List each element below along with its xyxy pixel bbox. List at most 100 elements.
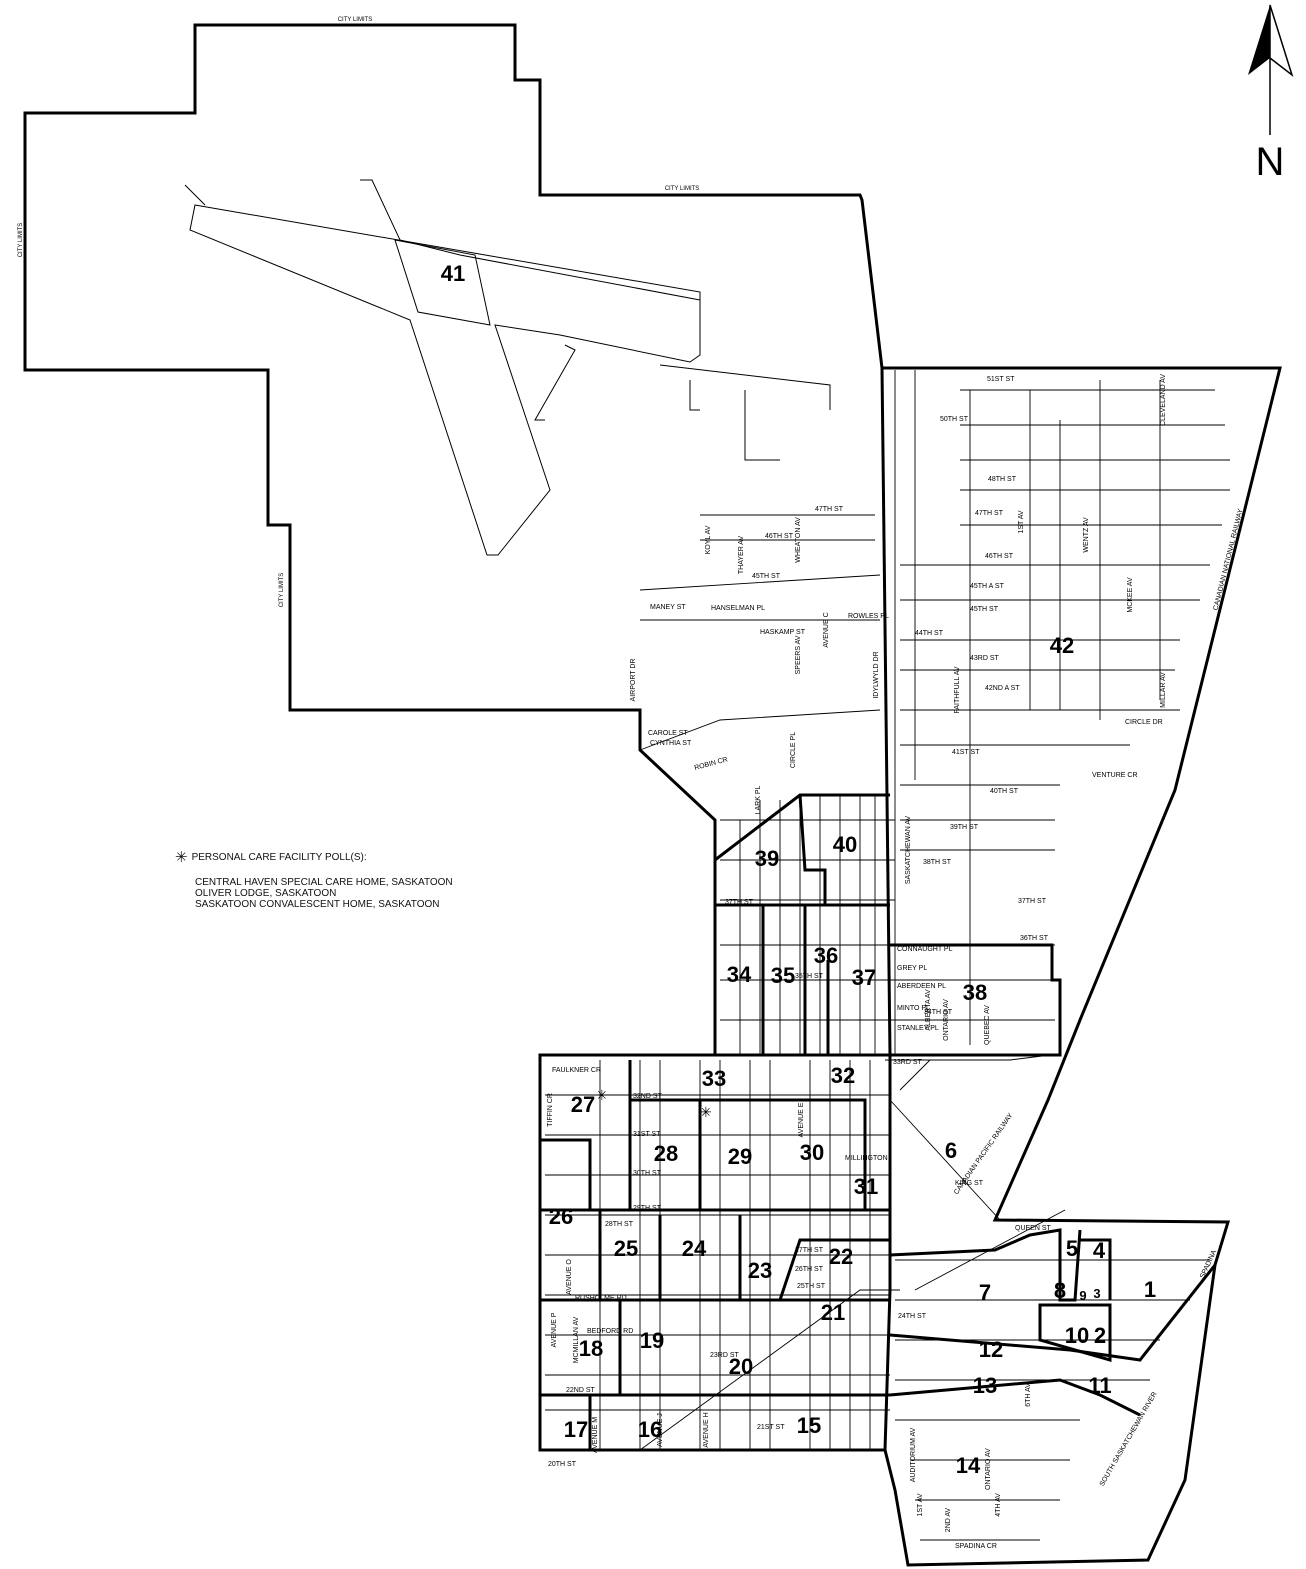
poll-37: 37 <box>852 965 876 990</box>
poll-11: 11 <box>1088 1373 1111 1398</box>
street-32nd: 32ND ST <box>633 1093 663 1100</box>
street-queen-st: QUEEN ST <box>1015 1225 1052 1232</box>
street-28th: 28TH ST <box>605 1221 634 1228</box>
street-36th: 36TH ST <box>1020 935 1049 942</box>
facility-star-icon-1: ✳ <box>596 1087 608 1103</box>
street-51st: 51ST ST <box>987 376 1015 383</box>
street-faithfull-av: FAITHFULL AV <box>954 666 961 713</box>
city-limits-label-west: CITY LIMITS <box>18 223 24 258</box>
poll-17: 17 <box>564 1417 588 1442</box>
poll-5: 5 <box>1066 1236 1078 1261</box>
street-25th: 25TH ST <box>797 1283 826 1290</box>
street-35th: 35TH ST <box>795 973 824 980</box>
north-arrow-icon: N <box>1248 4 1294 184</box>
street-avenue-e: AVENUE E <box>798 1102 805 1137</box>
street-koyl-av: KOYL AV <box>705 525 712 554</box>
street-tiffin-cr: TIFFIN CR <box>547 1093 554 1127</box>
asterisk-star-icon: ✳ <box>175 848 188 866</box>
street-1st-av-south: 1ST AV <box>917 1493 924 1516</box>
street-48th: 48TH ST <box>988 476 1017 483</box>
city-limits-labels: CITY LIMITS CITY LIMITS CITY LIMITS CITY… <box>18 17 699 607</box>
street-saskatchewan-av: SASKATCHEWAN AV <box>905 816 912 885</box>
poll-7: 7 <box>979 1280 991 1305</box>
poll-40: 40 <box>833 832 857 857</box>
street-29th: 29TH ST <box>633 1205 662 1212</box>
street-haskamp: HASKAMP ST <box>760 629 806 636</box>
street-47th: 47TH ST <box>975 510 1004 517</box>
poll-24: 24 <box>682 1236 707 1261</box>
poll-3: 3 <box>1093 1286 1100 1301</box>
street-connaught-pl: CONNAUGHT PL <box>897 946 953 953</box>
street-6th-av: 6TH AV <box>1025 1383 1032 1407</box>
street-47th-west: 47TH ST <box>815 506 844 513</box>
street-mcmillan-av: MCMILLAN AV <box>573 1316 580 1363</box>
railway-cp: CANADIAN PACIFIC RAILWAY <box>953 1112 1015 1196</box>
poll-35: 35 <box>771 963 795 988</box>
street-45th-a: 45TH A ST <box>970 583 1005 590</box>
street-44th: 44TH ST <box>915 630 944 637</box>
legend: ✳ PERSONAL CARE FACILITY POLL(S): CENTRA… <box>175 848 453 911</box>
street-45th-west: 45TH ST <box>752 573 781 580</box>
street-41st: 41ST ST <box>952 749 980 756</box>
poll-22: 22 <box>829 1244 853 1269</box>
street-2nd-av: 2ND AV <box>945 1507 952 1532</box>
street-millington: MILLINGTON <box>845 1155 888 1162</box>
poll-18: 18 <box>579 1336 603 1361</box>
city-limits-label-top: CITY LIMITS <box>338 17 373 23</box>
street-20th: 20TH ST <box>548 1461 577 1468</box>
street-ontario-av-north: ONTARIO AV <box>985 1448 992 1490</box>
legend-header: ✳ PERSONAL CARE FACILITY POLL(S): <box>175 848 453 866</box>
street-idylwyld-dr: IDYLWYLD DR <box>873 651 880 698</box>
legend-title: PERSONAL CARE FACILITY POLL(S): <box>191 852 367 863</box>
street-46th-west: 46TH ST <box>765 533 794 540</box>
street-wheaton-av: WHEATON AV <box>795 517 802 563</box>
north-label: N <box>1256 140 1285 184</box>
street-37th-west: 37TH ST <box>725 899 754 906</box>
poll-34: 34 <box>727 962 752 987</box>
south-saskatchewan-river: SOUTH SASKATCHEWAN RIVER <box>1099 1391 1159 1488</box>
street-21st: 21ST ST <box>757 1424 785 1431</box>
street-spadina-cr: SPADINA CR <box>955 1543 997 1550</box>
street-venture-cr: VENTURE CR <box>1092 772 1138 779</box>
street-1st-av: 1ST AV <box>1018 510 1025 533</box>
street-millar-av: MILLAR AV <box>1160 672 1167 708</box>
poll-13: 13 <box>973 1373 997 1398</box>
street-avenue-j: AVENUE J <box>657 1413 664 1447</box>
railway-cn-north: CANADIAN NATIONAL RAILWAY <box>1213 508 1245 611</box>
street-27th: 27TH ST <box>795 1247 824 1254</box>
personal-care-facility-markers: ✳ ✳ <box>596 1087 712 1120</box>
street-24th: 24TH ST <box>898 1313 927 1320</box>
street-37th: 37TH ST <box>1018 898 1047 905</box>
street-circle-dr: CIRCLE DR <box>1125 719 1163 726</box>
street-avenue-m: AVENUE M <box>592 1417 599 1453</box>
poll-15: 15 <box>797 1413 821 1438</box>
poll-36: 36 <box>814 943 838 968</box>
street-23rd: 23RD ST <box>710 1352 740 1359</box>
street-cynthia: CYNTHIA ST <box>650 740 692 747</box>
airport-runways <box>184 179 831 556</box>
street-carole: CAROLE ST <box>648 730 688 737</box>
street-33rd: 33RD ST <box>893 1059 923 1066</box>
street-31st: 31ST ST <box>633 1131 661 1138</box>
street-42nd-a: 42ND A ST <box>985 685 1020 692</box>
street-grid <box>545 370 1230 1541</box>
street-robin-cr: ROBIN CR <box>694 756 729 772</box>
street-39th: 39TH ST <box>950 824 979 831</box>
city-limits-boundary <box>23 23 1282 1567</box>
street-26th: 26TH ST <box>795 1266 824 1273</box>
street-avenue-h: AVENUE H <box>703 1412 710 1447</box>
city-limits-label-southwest: CITY LIMITS <box>279 573 285 608</box>
street-avenue-c: AVENUE C <box>823 612 830 647</box>
street-30th: 30TH ST <box>633 1170 662 1177</box>
poll-10: 10 <box>1065 1323 1089 1348</box>
street-minto-pl: MINTO PL <box>897 1005 930 1012</box>
poll-31: 31 <box>854 1174 878 1199</box>
street-46th: 46TH ST <box>985 553 1014 560</box>
poll-8: 8 <box>1054 1278 1066 1303</box>
street-thayer-av: THAYER AV <box>738 536 745 575</box>
poll-16: 16 <box>638 1417 662 1442</box>
street-50th: 50TH ST <box>940 416 969 423</box>
poll-33: 33 <box>702 1066 726 1091</box>
city-limits-label-mid: CITY LIMITS <box>665 186 700 192</box>
street-grey-pl: GREY PL <box>897 965 927 972</box>
